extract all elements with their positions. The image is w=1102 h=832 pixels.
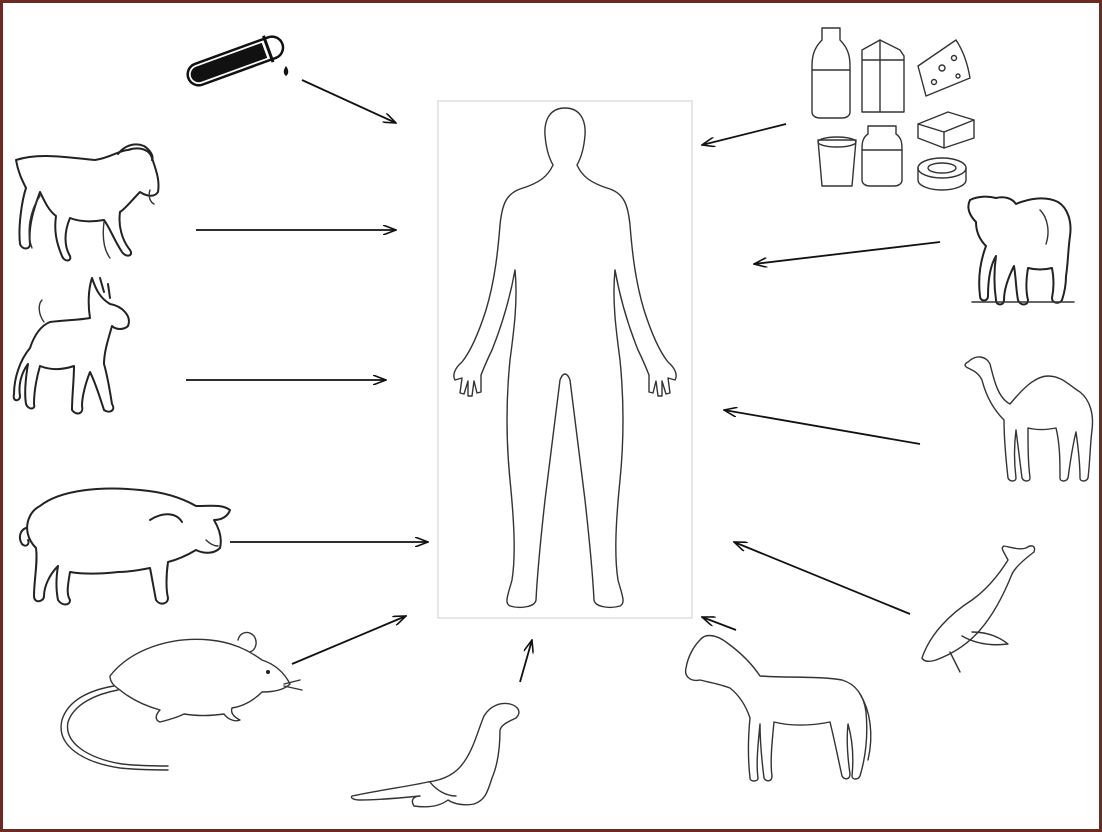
camel-icon bbox=[965, 357, 1093, 481]
test-tube-icon bbox=[184, 31, 289, 92]
goat-icon bbox=[16, 144, 159, 260]
horse-icon bbox=[686, 636, 871, 781]
seal-icon bbox=[351, 704, 518, 807]
cow-icon bbox=[968, 197, 1074, 305]
human-panel bbox=[438, 101, 692, 618]
rat-icon bbox=[61, 633, 302, 770]
pig-icon bbox=[20, 489, 230, 605]
dairy-products-icon bbox=[812, 28, 974, 190]
dog-icon bbox=[14, 278, 129, 413]
whale-icon bbox=[922, 546, 1035, 672]
